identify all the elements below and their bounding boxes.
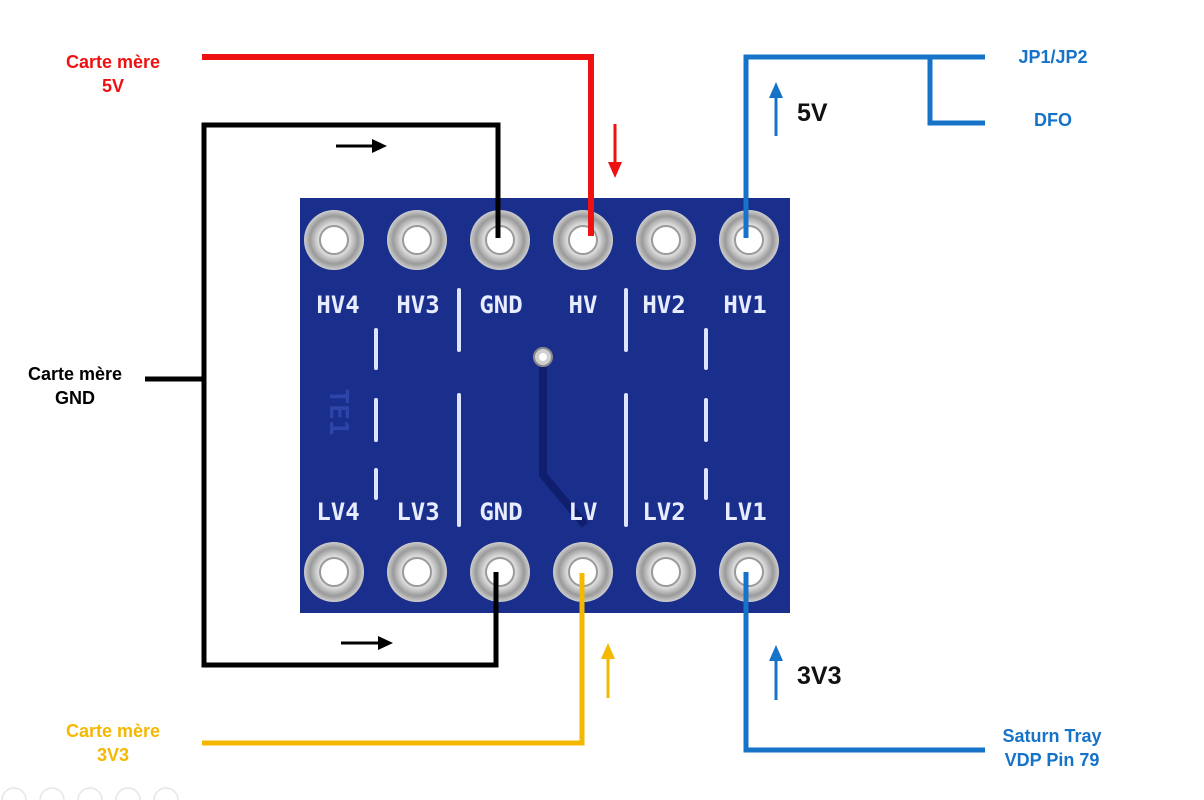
label-carte-mere-gnd: Carte mère GND: [10, 362, 140, 410]
wire-lv1-blue: [743, 572, 985, 753]
pin-label-lv1: LV1: [723, 498, 766, 526]
arrow-up-yellow: [601, 643, 615, 698]
label-line: 3V3: [96, 745, 130, 765]
label-carte-mere-5v: Carte mère 5V: [48, 50, 178, 98]
label-line: VDP Pin 79: [1004, 750, 1100, 770]
label-line: Carte mère: [27, 364, 123, 384]
arrow-right-black-top: [336, 139, 387, 153]
wire-hv1-blue: [743, 54, 985, 238]
pin-label-hv2: HV2: [642, 291, 685, 319]
label-line: 5V: [101, 76, 125, 96]
wire-gnd-top: [145, 122, 501, 382]
wire-gnd-bottom: [201, 379, 499, 668]
label-line: GND: [55, 388, 95, 408]
label-jp1-jp2: JP1/JP2: [1018, 47, 1088, 67]
wire-3v3-yellow: [202, 573, 585, 746]
pin-label-hv3: HV3: [396, 291, 439, 319]
pin-label-hv1: HV1: [723, 291, 766, 319]
label-line: Saturn Tray: [1002, 726, 1102, 746]
pin-label-lv3: LV3: [396, 498, 439, 526]
pin-label-hv4: HV4: [316, 291, 359, 319]
label-carte-mere-3v3: Carte mère 3V3: [48, 719, 178, 767]
board-separators: [374, 288, 708, 527]
label-dfo: DFO: [1034, 110, 1072, 130]
level-shifter-board: TE1 HV4 HV3 GND HV HV2 HV1 LV4 LV3 GND: [300, 198, 790, 613]
pin-label-lv2: LV2: [642, 498, 685, 526]
pin-label-gnd-bottom: GND: [479, 498, 522, 526]
label-saturn-tray: Saturn Tray VDP Pin 79: [985, 724, 1119, 772]
pin-label-hv: HV: [569, 291, 598, 319]
arrow-down-red: [608, 124, 622, 178]
arrow-up-blue-top: [769, 82, 783, 136]
label-line: Carte mère: [65, 721, 161, 741]
board-trace: [539, 358, 589, 528]
arrow-up-blue-bottom: [769, 645, 783, 700]
wire-dfo-blue: [927, 57, 985, 126]
voltage-5v: 5V: [797, 99, 828, 127]
pin-label-lv4: LV4: [316, 498, 359, 526]
side-mark: TE1: [323, 389, 353, 436]
label-line: Carte mère: [65, 52, 161, 72]
bottom-pads: [304, 542, 779, 602]
voltage-3v3: 3V3: [797, 662, 842, 690]
bottom-artifacts: [1, 787, 179, 800]
wire-5v-red: [202, 54, 594, 236]
arrow-right-black-bottom: [341, 636, 393, 650]
pin-label-lv: LV: [569, 498, 598, 526]
top-pads: [304, 210, 779, 270]
pin-label-gnd-top: GND: [479, 291, 522, 319]
